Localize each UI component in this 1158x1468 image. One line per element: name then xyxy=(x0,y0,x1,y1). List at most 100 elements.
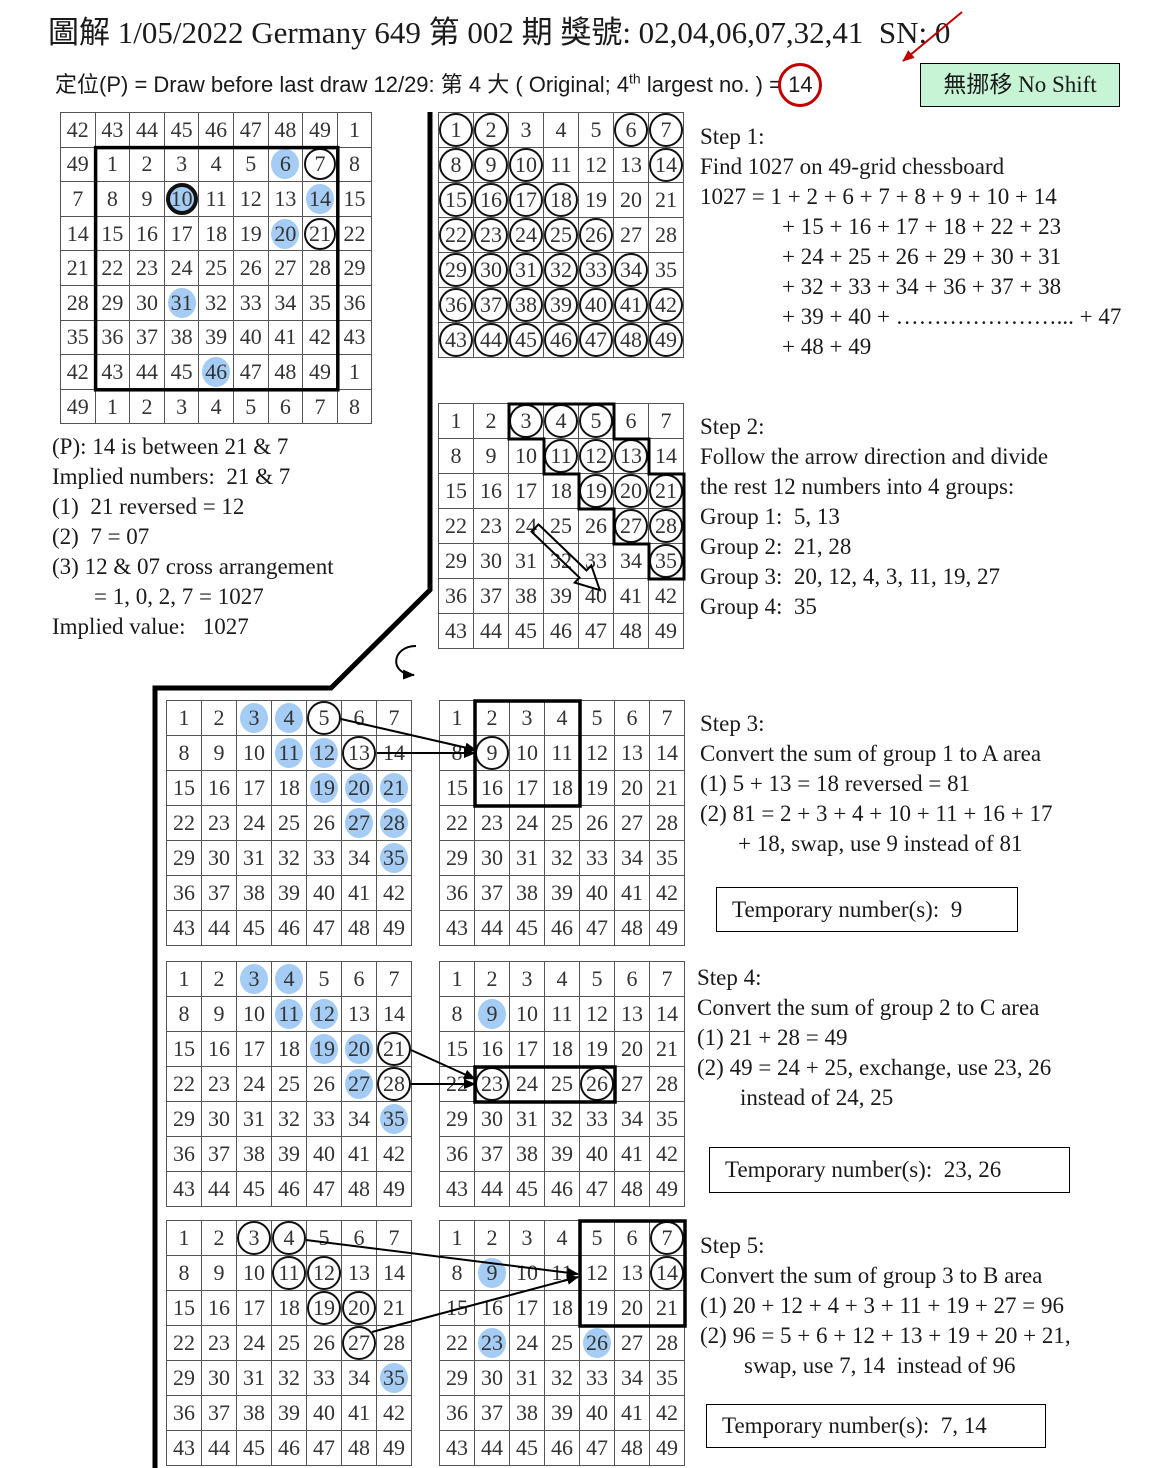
cell-number: 10 xyxy=(243,740,265,765)
step-line: + 24 + 25 + 26 + 29 + 30 + 31 xyxy=(782,244,1062,269)
cell-number: 29 xyxy=(101,289,124,315)
grid-cell: 15 xyxy=(440,1291,475,1326)
cell-number: 43 xyxy=(446,1176,468,1201)
grid-cell: 7 xyxy=(377,701,412,736)
grid-cell: 46 xyxy=(272,1172,307,1207)
grid-cell: 43 xyxy=(95,355,131,390)
grid-cell: 45 xyxy=(164,113,200,148)
cell-number: 43 xyxy=(101,116,124,142)
cell-number: 33 xyxy=(313,1365,335,1390)
grid-cell: 8 xyxy=(167,736,202,771)
cell-number: 9 xyxy=(486,1001,498,1026)
grid-cell: 43 xyxy=(440,1431,475,1466)
grid-cell: 49 xyxy=(303,113,338,148)
cell-number: 46 xyxy=(551,1176,573,1201)
cell-number: 25 xyxy=(551,810,573,835)
grid-cell: 31 xyxy=(237,1102,272,1137)
cell-number: 6 xyxy=(626,705,638,730)
cell-number: 5 xyxy=(591,1225,603,1250)
cell-number: 4 xyxy=(556,1225,568,1250)
grid-cell: 10 xyxy=(237,997,272,1032)
grid-cell: 11 xyxy=(545,997,580,1032)
grid-cell: 5 xyxy=(579,404,614,439)
grid-cell: 48 xyxy=(342,911,377,946)
grid-cell: 5 xyxy=(233,389,269,425)
cell-number: 20 xyxy=(274,220,297,246)
grid-cell: 38 xyxy=(510,1396,545,1431)
cell-number: 4 xyxy=(283,705,295,730)
grid-cell: 32 xyxy=(545,1102,580,1137)
circle-mark xyxy=(649,113,683,147)
grid-cell: 4 xyxy=(199,389,234,425)
cell-number: 33 xyxy=(313,845,335,870)
cell-number: 31 xyxy=(516,1106,538,1131)
grid-cell: 36 xyxy=(440,876,475,911)
grid-cell: 36 xyxy=(440,1137,475,1172)
cell-number: 11 xyxy=(278,1001,300,1026)
cell-number: 46 xyxy=(278,915,300,940)
cell-number: 9 xyxy=(141,185,153,211)
cell-number: 17 xyxy=(170,220,193,246)
cell-number: 10 xyxy=(516,1260,538,1285)
cell-number: 33 xyxy=(239,289,262,315)
cell-number: 19 xyxy=(586,1295,608,1320)
cell-number: 18 xyxy=(551,1295,573,1320)
implied-value-notes: (P): 14 is between 21 & 7 Implied number… xyxy=(52,432,334,642)
grid-cell: 37 xyxy=(475,1396,510,1431)
circle-mark xyxy=(439,218,473,252)
grid-cell: 24 xyxy=(510,806,545,841)
grid-cell: 46 xyxy=(544,614,579,649)
cell-number: 11 xyxy=(551,740,573,765)
grid-cell: 19 xyxy=(579,183,614,218)
grid-cell: 44 xyxy=(130,355,165,390)
grid-cell: 16 xyxy=(202,1291,237,1326)
grid-cell: 40 xyxy=(307,1137,342,1172)
grid-cell: 13 xyxy=(342,1256,377,1291)
cell-number: 14 xyxy=(656,740,678,765)
grid-cell: 33 xyxy=(580,1102,615,1137)
cell-number: 5 xyxy=(245,151,257,177)
cell-number: 8 xyxy=(451,1260,463,1285)
grid-cell: 15 xyxy=(167,1032,202,1067)
step3-text: Step 3: Convert the sum of group 1 to A … xyxy=(700,709,1053,859)
circle-mark xyxy=(579,323,613,357)
grid-cell: 29 xyxy=(167,841,202,876)
cell-number: 30 xyxy=(481,845,503,870)
grid-cell: 23 xyxy=(475,806,510,841)
grid-cell: 21 xyxy=(649,474,684,509)
grid-cell: 20 xyxy=(268,216,304,252)
grid-cell: 17 xyxy=(510,1291,545,1326)
grid-cell: 35 xyxy=(650,841,685,876)
grid-cell: 48 xyxy=(615,1431,650,1466)
grid-cell: 42 xyxy=(303,320,338,356)
cell-number: 14 xyxy=(66,220,89,246)
grid-cell: 14 xyxy=(649,148,684,183)
grid-cell: 19 xyxy=(580,1032,615,1067)
cell-number: 31 xyxy=(515,548,537,573)
step-line: + 32 + 33 + 34 + 36 + 37 + 38 xyxy=(782,274,1062,299)
grid-cell: 10 xyxy=(510,1256,545,1291)
cell-number: 37 xyxy=(208,880,230,905)
grid-cell: 20 xyxy=(615,1032,650,1067)
grid-cell: 3 xyxy=(510,701,545,736)
grid-cell: 38 xyxy=(237,1137,272,1172)
cell-number: 6 xyxy=(625,408,637,433)
cell-number: 26 xyxy=(239,255,262,281)
grid-cell: 30 xyxy=(475,1102,510,1137)
grid-cell: 41 xyxy=(615,876,650,911)
cell-number: 38 xyxy=(515,583,537,608)
cell-number: 10 xyxy=(516,740,538,765)
grid-cell: 40 xyxy=(580,1137,615,1172)
grid-cell: 31 xyxy=(510,1361,545,1396)
grid-cell: 43 xyxy=(439,614,474,649)
grid-cell: 19 xyxy=(307,1032,342,1067)
grid-cell: 9 xyxy=(202,736,237,771)
grid-cell: 39 xyxy=(272,1396,307,1431)
grid-cell: 1 xyxy=(337,355,373,390)
cell-number: 14 xyxy=(383,1001,405,1026)
grid-cell: 5 xyxy=(307,701,342,736)
cell-number: 31 xyxy=(243,1106,265,1131)
